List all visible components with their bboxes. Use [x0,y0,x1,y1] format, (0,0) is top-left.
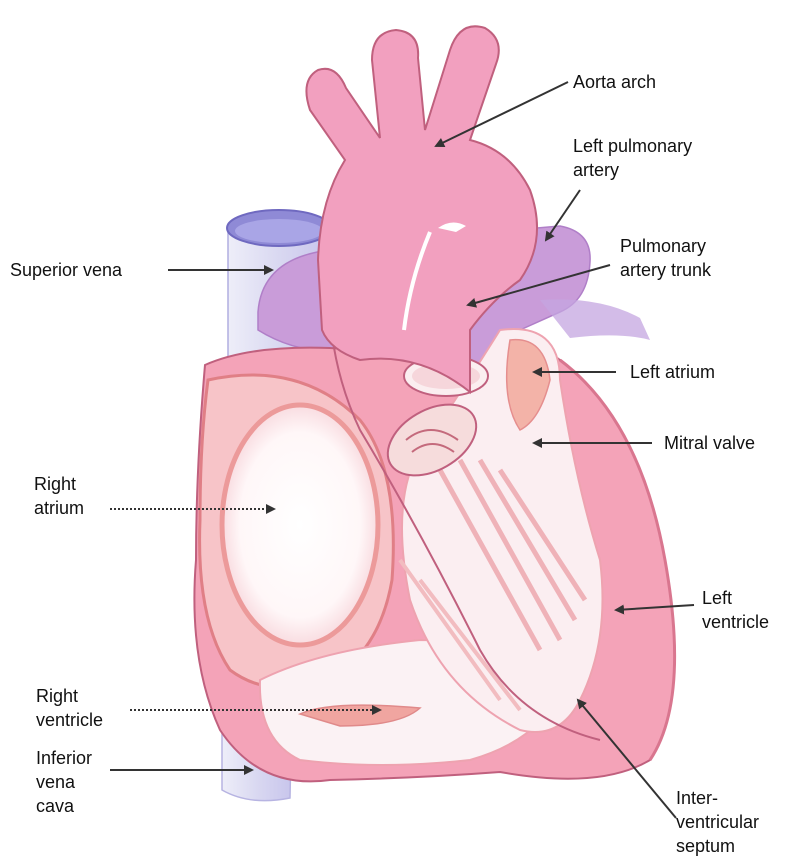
label-right-ventricle: Right ventricle [36,684,103,732]
label-superior-vena: Superior vena [10,258,122,282]
label-right-atrium: Right atrium [34,472,84,520]
label-mitral-valve: Mitral valve [664,431,755,455]
label-left-ventricle: Left ventricle [702,586,769,634]
label-aorta-arch: Aorta arch [573,70,656,94]
label-interventricular-septum: Inter- ventricular septum [676,786,759,858]
label-pulmonary-artery-trunk: Pulmonary artery trunk [620,234,711,282]
label-inferior-vena-cava: Inferior vena cava [36,746,92,818]
label-left-pulmonary-artery: Left pulmonary artery [573,134,692,182]
label-left-atrium: Left atrium [630,360,715,384]
